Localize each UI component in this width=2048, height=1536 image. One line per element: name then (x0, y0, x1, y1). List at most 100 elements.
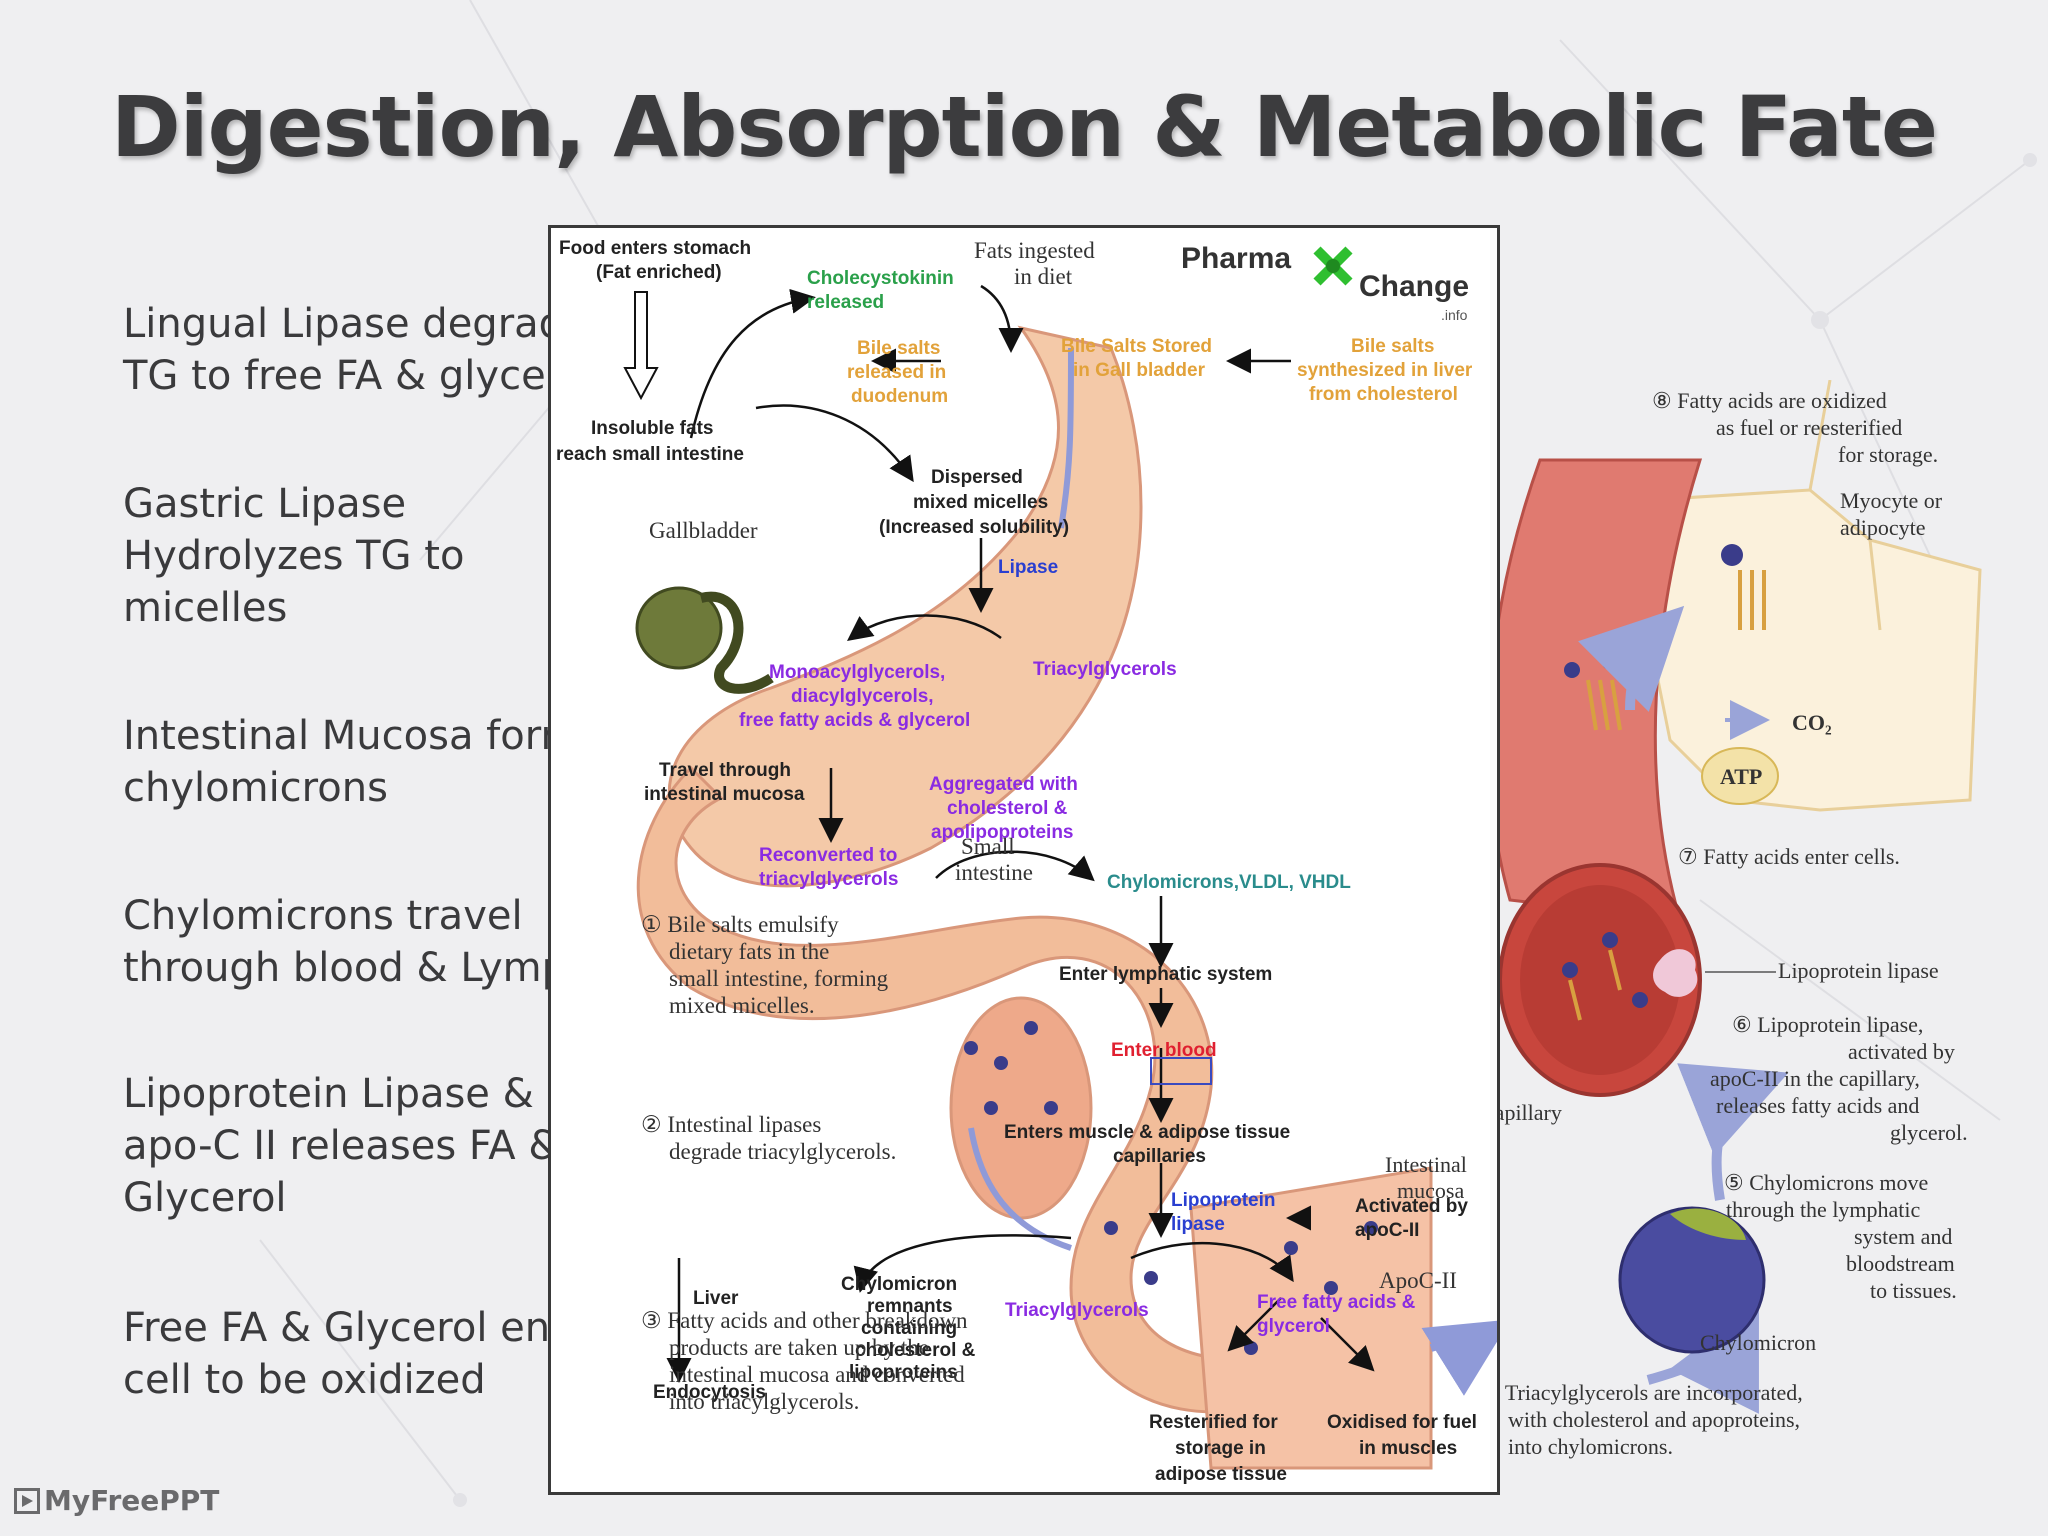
label-gallbladder: Gallbladder (649, 518, 758, 543)
label-bile-synth-2: synthesized in liver (1297, 360, 1473, 381)
label-step2-2: degrade triacylglycerols. (669, 1139, 896, 1164)
vessel-tracts (968, 347, 1074, 1251)
label-enter-blood: Enter blood (1111, 1040, 1217, 1061)
bullet-lingual-lipase: Lingual Lipase degrades TG to free FA & … (123, 301, 610, 399)
label-cholecystokinin: Cholecystokinin (807, 268, 954, 289)
label-mono: Monoacylglycerols, (769, 662, 945, 683)
label-bile-stored-2: in Gall bladder (1073, 360, 1206, 381)
right-atp: ATP (1720, 764, 1762, 789)
label-dispersed-2: mixed micelles (913, 492, 1048, 513)
label-fats-ingested: Fats ingested (974, 238, 1095, 263)
gut-tissue (636, 325, 1433, 1470)
label-bile-synth-3: from cholesterol (1309, 384, 1458, 405)
watermark-text: MyFreePPT (44, 1484, 220, 1517)
label-insoluble-2: reach small intestine (556, 444, 744, 465)
label-apoc2: ApoC-II (1379, 1268, 1457, 1293)
label-small-intestine: Small (961, 834, 1015, 859)
label-free-fa-2: glycerol (1257, 1316, 1330, 1337)
right-capillary: Capillary (1500, 1100, 1562, 1125)
bullet-lipoprotein-lipase: Lipoprotein Lipase & apo-C II releases F… (123, 1071, 560, 1221)
label-dispersed-3: (Increased solubility) (879, 517, 1069, 538)
label-food-enters-2: (Fat enriched) (596, 262, 722, 283)
digestion-diagram: Pharma Change .info Food enters stomach … (556, 238, 1497, 1485)
label-chylo-remnants-2: remnants (867, 1296, 953, 1317)
lipoprotein-lipase-blob (1653, 949, 1698, 997)
food-down-arrow (623, 291, 659, 401)
right-step8-3: for storage. (1838, 442, 1938, 467)
right-step7: ⑦ Fatty acids enter cells. (1678, 844, 1900, 869)
label-chylo-remnants-5: lipoproteins (849, 1362, 958, 1383)
label-travel: Travel through (659, 760, 791, 781)
panel-arrows (1578, 605, 1789, 1414)
right-step5-4: bloodstream (1846, 1251, 1955, 1276)
label-triacylglycerols: Triacylglycerols (1033, 659, 1177, 680)
to-right-arrow (1421, 1319, 1497, 1396)
label-activated: Activated by (1355, 1196, 1468, 1217)
label-step1-2: dietary fats in the (669, 939, 829, 964)
gallbladder-organ (635, 586, 774, 694)
flow-arrows (666, 284, 1375, 1383)
label-lipoprotein-lipase-box-2: lipase (1171, 1214, 1225, 1235)
label-chylo-remnants-4: cholesterol & (855, 1340, 976, 1361)
label-resterified: Resterified for (1149, 1412, 1278, 1433)
play-icon (14, 1488, 40, 1514)
svg-text:Pharma: Pharma (1181, 242, 1291, 275)
right-step8: ⑧ Fatty acids are oxidized (1652, 388, 1887, 413)
right-step4-3: into chylomicrons. (1508, 1434, 1673, 1459)
label-aggregated-3: apolipoproteins (931, 822, 1074, 843)
label-reconverted: Reconverted to (759, 845, 897, 866)
right-myocyte: Myocyte or (1840, 488, 1943, 513)
right-step6-2: activated by (1848, 1039, 1955, 1064)
label-mono-2: diacylglycerols, (791, 686, 934, 707)
right-step6-3: apoC-II in the capillary, (1710, 1066, 1920, 1091)
right-step4: ④ Triacylglycerols are incorporated, (1500, 1380, 1803, 1405)
slide-title: Digestion, Absorption & Metabolic Fate (111, 78, 1938, 176)
label-insoluble: Insoluble fats (591, 418, 713, 439)
label-chylo-vldl: Chylomicrons,VLDL, VHDL (1107, 872, 1351, 893)
label-chylo-remnants-3: containing (861, 1318, 957, 1339)
label-step1-4: mixed micelles. (669, 993, 815, 1018)
label-enter-lymph: Enter lymphatic system (1059, 964, 1272, 985)
right-step5: ⑤ Chylomicrons move (1724, 1170, 1928, 1195)
label-step1-3: small intestine, forming (669, 966, 889, 991)
bullet-gastric-lipase: Gastric Lipase Hydrolyzes TG to micelles (123, 481, 465, 631)
label-lipase: Lipase (998, 557, 1058, 578)
label-oxidised-2: in muscles (1359, 1438, 1457, 1459)
label-step3-4: into triacylglycerols. (669, 1389, 859, 1414)
right-myocyte-2: adipocyte (1840, 515, 1926, 540)
label-intestinal-mucosa: Intestinal (1385, 1152, 1467, 1177)
right-step5-5: to tissues. (1870, 1278, 1957, 1303)
label-free-fa: Free fatty acids & (1257, 1292, 1416, 1313)
label-enters-muscle: Enters muscle & adipose tissue (1004, 1122, 1290, 1143)
label-triacylglycerols-2: Triacylglycerols (1005, 1300, 1149, 1321)
svg-text:Change: Change (1359, 270, 1469, 303)
right-step4-2: with cholesterol and apoproteins, (1508, 1407, 1800, 1432)
label-resterified-2: storage in (1175, 1438, 1266, 1459)
label-bile-released-2: released in (847, 362, 946, 383)
capillary-illustration: ⑧ Fatty acids are oxidized as fuel or re… (1480, 379, 1982, 1459)
right-step5-3: system and (1854, 1224, 1952, 1249)
right-chylomicron: Chylomicron (1700, 1330, 1816, 1355)
label-step3-2: products are taken up by the (669, 1335, 929, 1360)
label-reconverted-2: triacylglycerols (759, 869, 898, 890)
label-step2: ② Intestinal lipases (641, 1112, 821, 1137)
svg-text:.info: .info (1441, 307, 1468, 323)
label-intestinal-mucosa-2: mucosa (1397, 1178, 1464, 1203)
atp-oval (1701, 747, 1779, 805)
label-mono-3: free fatty acids & glycerol (739, 710, 970, 731)
bullet-intestinal-mucosa: Intestinal Mucosa forms chylomicrons (123, 713, 601, 811)
label-chylo-remnants: Chylomicron (841, 1274, 957, 1295)
label-bile-synth: Bile salts (1351, 336, 1434, 357)
right-step5-2: through the lymphatic (1726, 1197, 1921, 1222)
label-oxidised: Oxidised for fuel (1327, 1412, 1477, 1433)
label-bile-stored: Bile Salts Stored (1061, 336, 1212, 357)
right-co2: CO₂ (1792, 710, 1832, 735)
myfreeppt-watermark: MyFreePPT (14, 1484, 219, 1517)
right-step6-5: glycerol. (1890, 1120, 1968, 1145)
label-bile-released: Bile salts (857, 338, 940, 359)
label-cholecystokinin-2: released (807, 292, 884, 313)
label-endocytosis: Endocytosis (653, 1382, 766, 1403)
right-step6-4: releases fatty acids and (1716, 1093, 1919, 1118)
cell-outline (1648, 488, 1982, 812)
label-food-enters: Food enters stomach (559, 238, 751, 259)
